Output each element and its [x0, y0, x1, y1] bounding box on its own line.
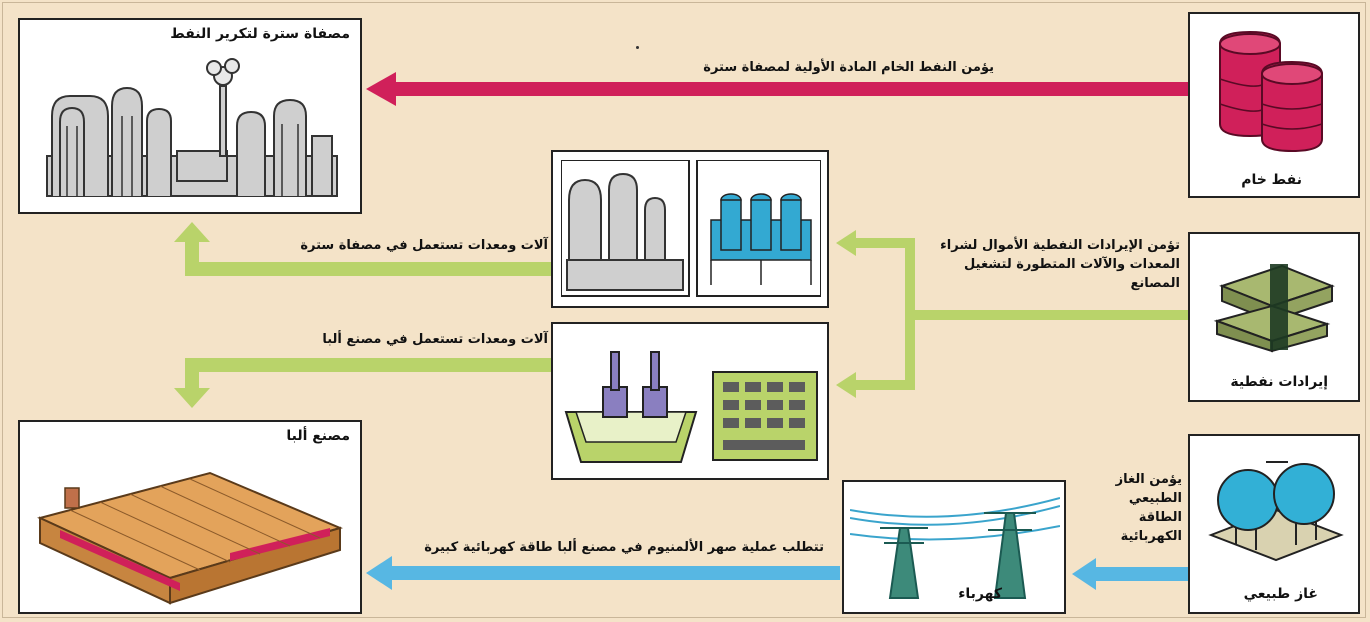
equipment-alba-box	[551, 322, 829, 480]
gas-flow-arrow	[1072, 558, 1190, 590]
alba-factory-label: مصنع ألبا	[286, 428, 350, 444]
equipment-alba-flow-arrow	[174, 358, 553, 408]
revenue-to-equipment-text: تؤمن الإيرادات النفطية الأموال لشراء الم…	[940, 238, 1180, 291]
equipment-to-refinery-text: آلات ومعدات تستعمل في مصفاة سترة	[300, 238, 548, 253]
oil-barrels-icon	[1219, 30, 1323, 153]
smelter-equipment-icon	[564, 351, 818, 463]
speck	[636, 46, 639, 49]
electricity-label: كهرباء	[958, 586, 1002, 602]
electricity-box: كهرباء	[842, 480, 1066, 614]
refinery-label: مصفاة سترة لتكرير النفط	[170, 26, 350, 42]
oil-revenue-box: إيرادات نفطية	[1188, 232, 1360, 402]
crude-oil-box: نفط خام	[1188, 12, 1360, 198]
gas-to-electricity-text: يؤمن الغاز الطبيعي الطاقة الكهربائية	[1115, 472, 1182, 544]
equipment-to-alba-text: آلات ومعدات تستعمل في مصنع ألبا	[322, 332, 548, 347]
refinery-equipment-icon	[561, 160, 821, 297]
factory-icon	[37, 471, 343, 605]
refinery-icon	[46, 58, 338, 197]
revenue-flow-arrow	[836, 230, 1190, 398]
money-stacks-icon	[1213, 264, 1335, 353]
equipment-refinery-box	[551, 150, 829, 308]
power-pylons-icon	[850, 497, 1060, 599]
gas-tanks-icon	[1208, 461, 1344, 562]
crude-oil-label: نفط خام	[1241, 172, 1302, 188]
electricity-to-alba-text: تتطلب عملية صهر الألمنيوم في مصنع ألبا ط…	[424, 540, 824, 555]
refinery-box: مصفاة سترة لتكرير النفط	[18, 18, 362, 214]
natural-gas-box: غاز طبيعي	[1188, 434, 1360, 614]
electricity-flow-arrow	[366, 556, 840, 590]
alba-factory-box: مصنع ألبا	[18, 420, 362, 614]
oil-to-refinery-text: يؤمن النفط الخام المادة الأولية لمصفاة س…	[703, 60, 994, 75]
oil-flow-arrow	[366, 72, 1190, 106]
equipment-refinery-flow-arrow	[174, 222, 553, 276]
natural-gas-label: غاز طبيعي	[1243, 586, 1318, 602]
oil-revenue-label: إيرادات نفطية	[1230, 374, 1328, 390]
